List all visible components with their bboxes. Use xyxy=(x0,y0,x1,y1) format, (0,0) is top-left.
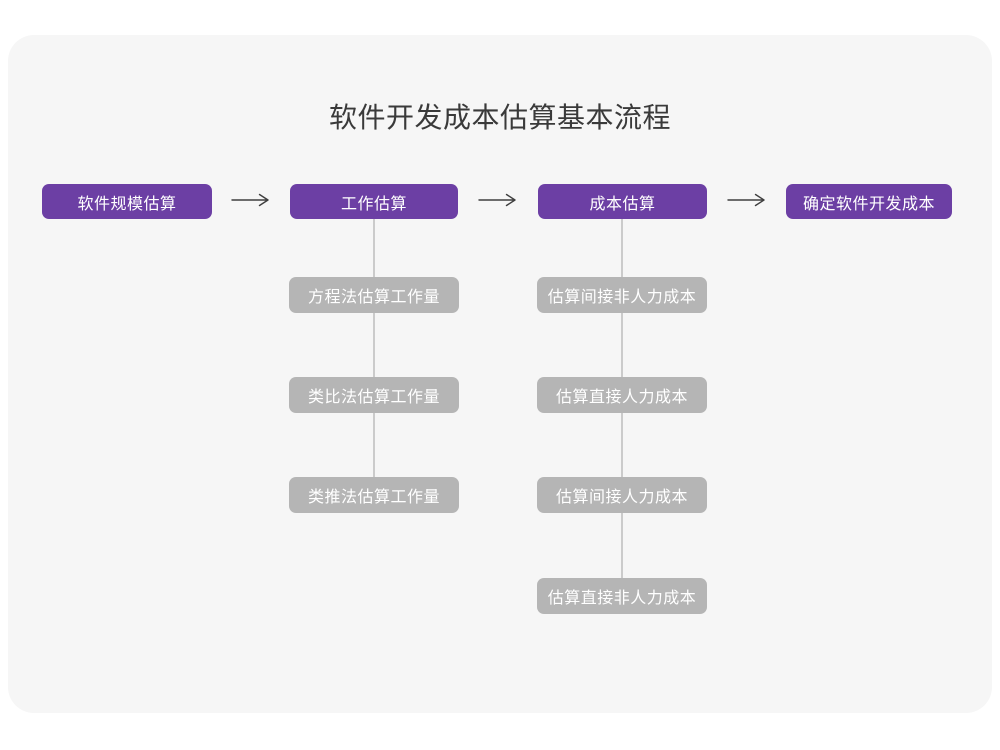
stage-determine-development-cost: 确定软件开发成本 xyxy=(786,184,952,219)
connector-line-effort xyxy=(373,218,375,496)
arrow-right-icon xyxy=(231,192,271,208)
method-equation-effort: 方程法估算工作量 xyxy=(289,277,459,313)
diagram-title: 软件开发成本估算基本流程 xyxy=(328,102,671,133)
arrow-right-icon xyxy=(478,192,518,208)
stage-effort-estimation: 工作估算 xyxy=(290,184,458,219)
arrow-right-icon xyxy=(727,192,767,208)
cost-direct-labor: 估算直接人力成本 xyxy=(537,377,707,413)
method-extrapolation-effort: 类推法估算工作量 xyxy=(289,477,459,513)
method-analogy-effort: 类比法估算工作量 xyxy=(289,377,459,413)
cost-indirect-labor: 估算间接人力成本 xyxy=(537,477,707,513)
diagram-card xyxy=(8,35,992,713)
stage-software-size-estimation: 软件规模估算 xyxy=(42,184,212,219)
cost-indirect-non-labor: 估算间接非人力成本 xyxy=(537,277,707,313)
stage-cost-estimation: 成本估算 xyxy=(538,184,707,219)
cost-direct-non-labor: 估算直接非人力成本 xyxy=(537,578,707,614)
